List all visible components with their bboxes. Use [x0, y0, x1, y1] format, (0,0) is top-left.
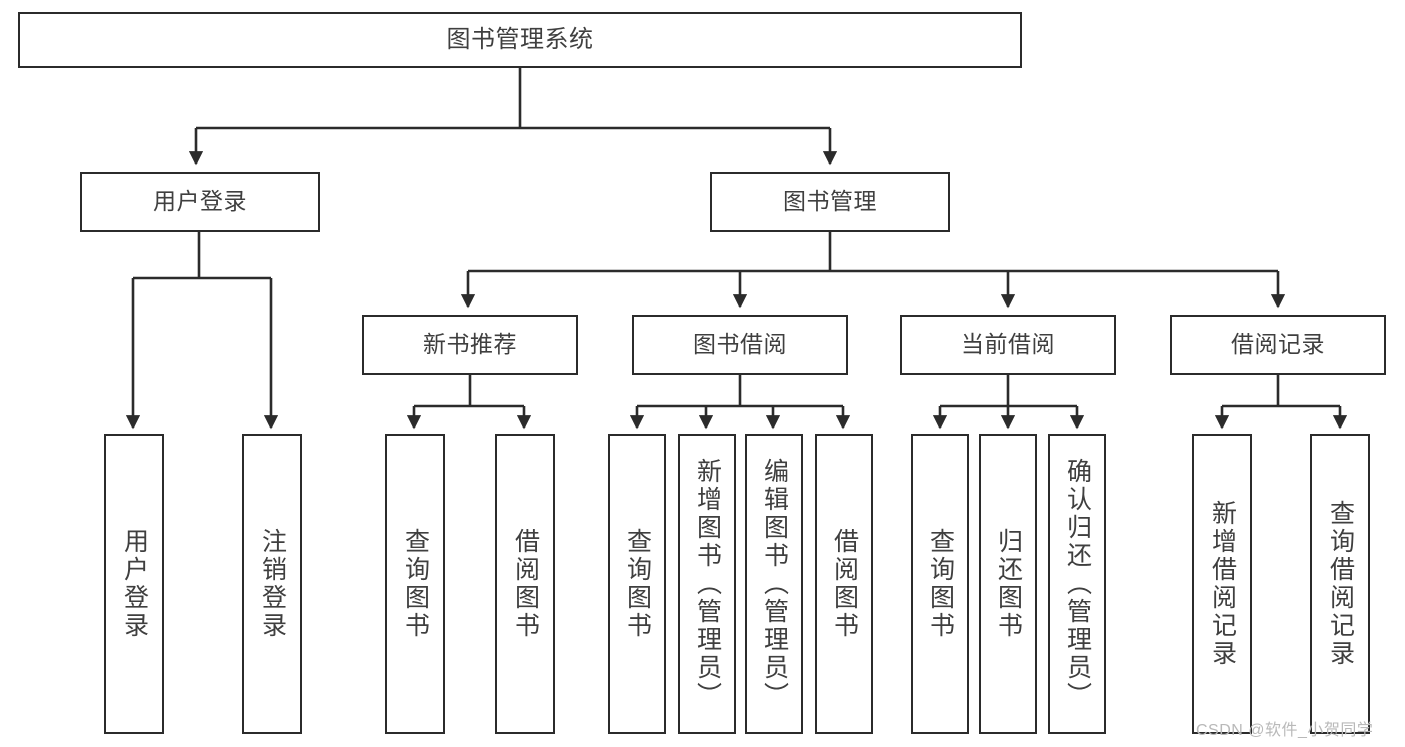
csdn-watermark: CSDN @软件_小贺同学 [1196, 722, 1374, 739]
node-label: 注销登录 [258, 528, 287, 640]
node-leaf-query-book-recommend[interactable]: 查询图书 [385, 434, 445, 734]
node-book-borrow[interactable]: 图书借阅 [632, 315, 848, 375]
node-label: 新增借阅记录 [1208, 500, 1237, 668]
node-leaf-borrow-book-recommend[interactable]: 借阅图书 [495, 434, 555, 734]
node-label: 借阅图书 [830, 528, 859, 640]
node-leaf-query-borrow-record[interactable]: 查询借阅记录 [1310, 434, 1370, 734]
node-label: 用户登录 [120, 528, 149, 640]
node-borrow-records[interactable]: 借阅记录 [1170, 315, 1386, 375]
node-leaf-add-book-admin[interactable]: 新增图书（管理员） [678, 434, 736, 734]
node-label: 当前借阅 [961, 331, 1055, 358]
node-leaf-borrow-book[interactable]: 借阅图书 [815, 434, 873, 734]
node-user-login[interactable]: 用户登录 [80, 172, 320, 232]
node-label: 查询图书 [623, 528, 652, 640]
node-label: 查询图书 [926, 528, 955, 640]
node-root-system[interactable]: 图书管理系统 [18, 12, 1022, 68]
node-leaf-return-book[interactable]: 归还图书 [979, 434, 1037, 734]
node-label: 借阅记录 [1231, 331, 1325, 358]
node-leaf-edit-book-admin[interactable]: 编辑图书（管理员） [745, 434, 803, 734]
node-leaf-add-borrow-record[interactable]: 新增借阅记录 [1192, 434, 1252, 734]
node-leaf-confirm-return-admin[interactable]: 确认归还（管理员） [1048, 434, 1106, 734]
node-label: 图书管理 [783, 188, 877, 215]
node-leaf-query-book-current[interactable]: 查询图书 [911, 434, 969, 734]
node-label: 查询图书 [401, 528, 430, 640]
node-label: 用户登录 [153, 188, 247, 215]
node-label: 借阅图书 [511, 528, 540, 640]
node-current-borrow[interactable]: 当前借阅 [900, 315, 1116, 375]
node-leaf-logout[interactable]: 注销登录 [242, 434, 302, 734]
node-label: 新书推荐 [423, 331, 517, 358]
node-leaf-query-book-borrow[interactable]: 查询图书 [608, 434, 666, 734]
node-book-management[interactable]: 图书管理 [710, 172, 950, 232]
node-leaf-user-login[interactable]: 用户登录 [104, 434, 164, 734]
node-label: 图书借阅 [693, 331, 787, 358]
node-label: 图书管理系统 [446, 25, 594, 53]
node-new-book-recommend[interactable]: 新书推荐 [362, 315, 578, 375]
node-label: 编辑图书（管理员） [760, 458, 789, 710]
node-label: 新增图书（管理员） [693, 458, 722, 710]
node-label: 查询借阅记录 [1326, 500, 1355, 668]
node-label: 归还图书 [994, 528, 1023, 640]
node-label: 确认归还（管理员） [1063, 458, 1092, 710]
